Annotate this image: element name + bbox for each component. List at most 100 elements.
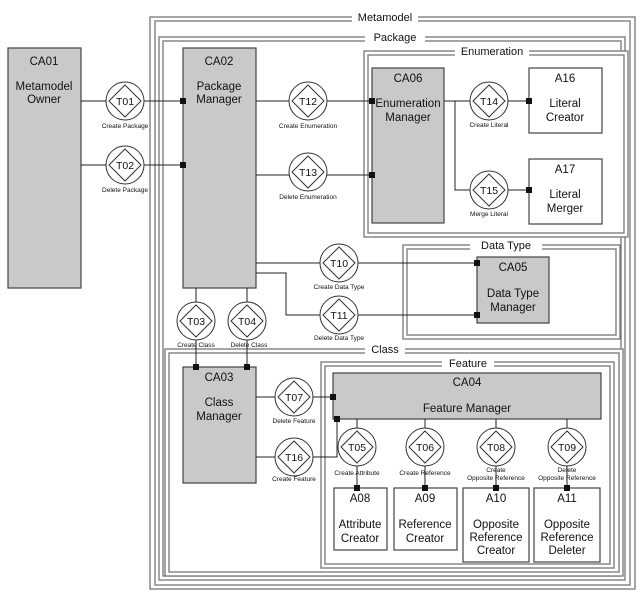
actor-id: A10 — [486, 493, 506, 505]
actor-id: CA03 — [205, 372, 234, 384]
actor-id: CA01 — [30, 56, 59, 68]
transaction-label: Create Package — [102, 123, 149, 130]
transaction-id: T06 — [416, 442, 434, 454]
transaction-id: T09 — [558, 442, 576, 454]
actor-id: A08 — [350, 493, 370, 505]
transaction-label: Create Feature — [272, 476, 316, 483]
transaction-label: Delete Feature — [273, 418, 316, 425]
actor-a09: A09 Reference Creator — [393, 487, 458, 551]
actor-name: Data Type — [487, 288, 539, 300]
actor-name: Creator — [341, 533, 380, 545]
actor-id: A11 — [557, 493, 577, 505]
transaction-t03: T03 Create Class — [176, 301, 216, 349]
actor-ca03: CA03 Class Manager — [182, 366, 257, 484]
transaction-id: T16 — [285, 452, 303, 464]
transaction-label: Opposite Reference — [538, 475, 596, 482]
enumeration-frame-title: Enumeration — [461, 46, 523, 58]
transaction-t01: T01 Create Package — [102, 81, 149, 130]
transaction-id: T08 — [487, 442, 505, 454]
actor-id: A09 — [415, 493, 435, 505]
actor-name: Reference — [469, 532, 522, 544]
actor-a16: A16 Literal Creator — [528, 67, 603, 134]
transaction-label: Create Reference — [399, 470, 451, 477]
transaction-t06: T06 Create Reference — [399, 427, 451, 477]
transaction-t10: T10 Create Data Type — [314, 243, 365, 291]
transaction-t04: T04 Delete Class — [227, 301, 269, 349]
transaction-t07: T07 Delete Feature — [273, 377, 316, 425]
transaction-id: T15 — [480, 185, 498, 197]
actor-name: Owner — [27, 94, 61, 106]
transaction-t15: T15 Merge Literal — [469, 170, 509, 218]
actor-a11: A11 Opposite Reference Deleter — [533, 487, 601, 563]
actor-name: Reference — [540, 532, 593, 544]
actor-name: Manager — [385, 112, 431, 124]
actor-ca05: CA05 Data Type Manager — [476, 256, 550, 324]
actor-ca02: CA02 Package Manager — [182, 47, 257, 289]
transaction-id: T03 — [187, 316, 205, 328]
actor-name: Opposite — [544, 519, 590, 531]
transaction-label: Create — [486, 467, 506, 474]
actor-a10: A10 Opposite Reference Creator — [462, 487, 530, 563]
transaction-label: Delete Data Type — [314, 335, 364, 342]
actor-id: CA04 — [453, 377, 482, 389]
actor-name: Merger — [547, 203, 584, 215]
actor-name: Creator — [406, 533, 445, 545]
actor-a08: A08 Attribute Creator — [333, 487, 388, 551]
transaction-label: Delete Class — [231, 342, 269, 349]
transaction-label: Delete Enumeration — [279, 194, 337, 201]
transaction-t02: T02 Delete Package — [102, 145, 148, 194]
transaction-t11: T11 Delete Data Type — [314, 295, 364, 342]
transaction-label: Delete — [558, 467, 577, 474]
actor-ca01: CA01 Metamodel Owner — [7, 47, 82, 289]
actor-id: A17 — [555, 164, 575, 176]
actor-name: Reference — [398, 519, 451, 531]
actor-name: Deleter — [548, 545, 585, 557]
actor-name: Class — [205, 397, 234, 409]
actor-id: CA05 — [499, 262, 528, 274]
transaction-label: Delete Package — [102, 187, 148, 194]
actor-name: Literal — [549, 189, 580, 201]
transaction-t08: T08 Create Opposite Reference — [467, 427, 525, 482]
transaction-id: T13 — [299, 167, 317, 179]
actor-name: Manager — [490, 302, 536, 314]
transaction-label: Create Literal — [469, 122, 509, 129]
actor-name: Literal — [549, 98, 580, 110]
transaction-id: T05 — [348, 442, 366, 454]
transaction-label: Create Data Type — [314, 284, 365, 291]
actor-a17: A17 Literal Merger — [528, 158, 603, 225]
transaction-id: T10 — [330, 258, 348, 270]
transaction-id: T02 — [116, 160, 134, 172]
transaction-t16: T16 Create Feature — [272, 437, 316, 483]
actor-name: Package — [197, 81, 242, 93]
executor-markers — [180, 98, 570, 491]
actor-name: Creator — [546, 112, 585, 124]
actor-name: Attribute — [339, 519, 382, 531]
feature-frame-title: Feature — [449, 358, 487, 370]
actor-id: CA06 — [394, 73, 423, 85]
actor-name: Creator — [477, 545, 516, 557]
transaction-t13: T13 Delete Enumeration — [279, 152, 337, 201]
actor-id: CA02 — [205, 56, 234, 68]
actor-name: Enumeration — [375, 98, 440, 110]
metamodel-frame-title: Metamodel — [358, 12, 412, 24]
transaction-id: T01 — [116, 96, 134, 108]
transaction-id: T04 — [238, 316, 256, 328]
transaction-label: Create Class — [177, 342, 215, 349]
class-frame-title: Class — [371, 344, 399, 356]
actor-name: Manager — [196, 411, 242, 423]
package-frame-title: Package — [374, 32, 417, 44]
actor-name: Opposite — [473, 519, 519, 531]
transaction-t12: T12 Create Enumeration — [279, 81, 337, 130]
transaction-t05: T05 Create Attribute — [334, 427, 380, 477]
actor-name: Metamodel — [16, 81, 73, 93]
actor-ca04: CA04 Feature Manager — [332, 372, 602, 420]
transaction-t09: T09 Delete Opposite Reference — [538, 427, 596, 482]
data-type-frame-title: Data Type — [481, 240, 531, 252]
actor-id: A16 — [555, 73, 575, 85]
transaction-id: T14 — [480, 96, 498, 108]
actor-name: Manager — [196, 94, 242, 106]
transaction-t14: T14 Create Literal — [469, 81, 509, 129]
transaction-label: Merge Literal — [470, 211, 508, 218]
transaction-label: Create Attribute — [334, 470, 380, 477]
